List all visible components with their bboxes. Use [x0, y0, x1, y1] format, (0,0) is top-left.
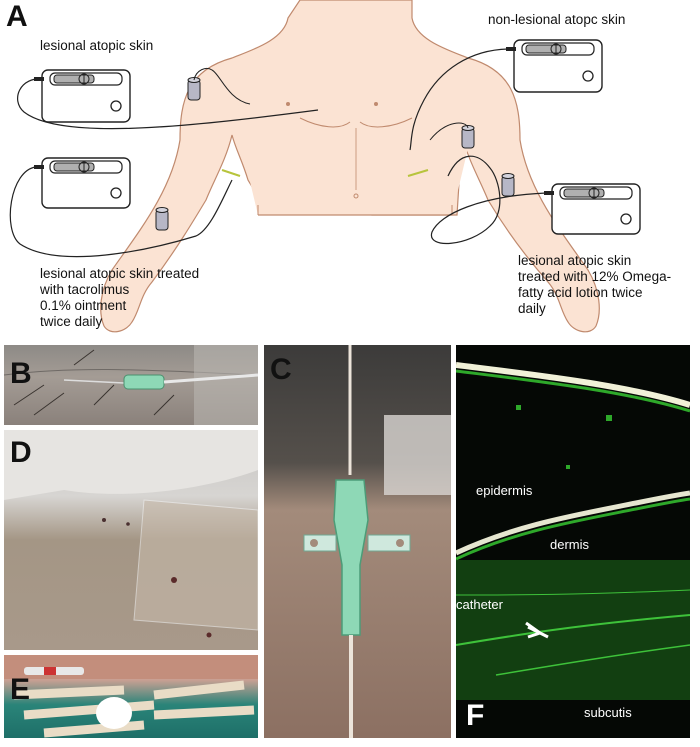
label-epidermis: epidermis	[476, 483, 533, 498]
microdialysis-pump-top-left	[34, 69, 131, 123]
marker-left-arm	[221, 169, 241, 177]
label-lesional-atopic-skin: lesional atopic skin	[40, 38, 154, 53]
marker-right-arm	[407, 169, 429, 177]
vial-bottom-right	[501, 173, 515, 197]
torso	[238, 30, 472, 215]
label-catheter: catheter	[456, 597, 503, 612]
panel-a-illustration	[9, 0, 641, 333]
panel-e-photo: E	[4, 655, 258, 738]
panel-b-label: B	[10, 357, 32, 390]
microdialysis-pump-bottom-right	[544, 183, 641, 235]
vial-top-left	[187, 77, 201, 101]
panel-f-label: F	[466, 699, 485, 732]
vial-bottom-left	[155, 207, 169, 231]
vial-top-right	[461, 125, 475, 149]
label-tacrolimus-treated: lesional atopic skin treated with tacrol…	[40, 266, 200, 329]
label-dermis: dermis	[550, 537, 590, 552]
panel-f-ultrasound: epidermis dermis catheter subcutis F	[456, 345, 690, 738]
panel-d-label: D	[10, 436, 32, 469]
panel-a: A	[0, 0, 700, 340]
panel-c-photo: C	[264, 345, 451, 738]
catheter-insertion-photo	[4, 345, 258, 425]
label-non-lesional-skin: non-lesional atopc skin	[488, 12, 626, 27]
panel-e-label: E	[10, 673, 31, 706]
panel-c-label: C	[270, 353, 292, 386]
catheter-hub-photo	[303, 345, 451, 738]
panel-d-photo: D	[4, 430, 258, 650]
microdialysis-pump-top-right	[506, 39, 603, 93]
panel-a-label: A	[6, 0, 28, 33]
nipple-right	[374, 102, 378, 106]
nipple-left	[286, 102, 290, 106]
label-subcutis: subcutis	[584, 705, 632, 720]
microdialysis-pump-bottom-left	[34, 157, 131, 209]
ultrasound-image	[456, 362, 690, 700]
panel-b-photo: B	[4, 345, 258, 425]
dressing-photo	[4, 430, 258, 638]
label-omega-treated: lesional atopic skin treated with 12% Om…	[518, 253, 672, 316]
fixation-photo	[4, 655, 258, 738]
